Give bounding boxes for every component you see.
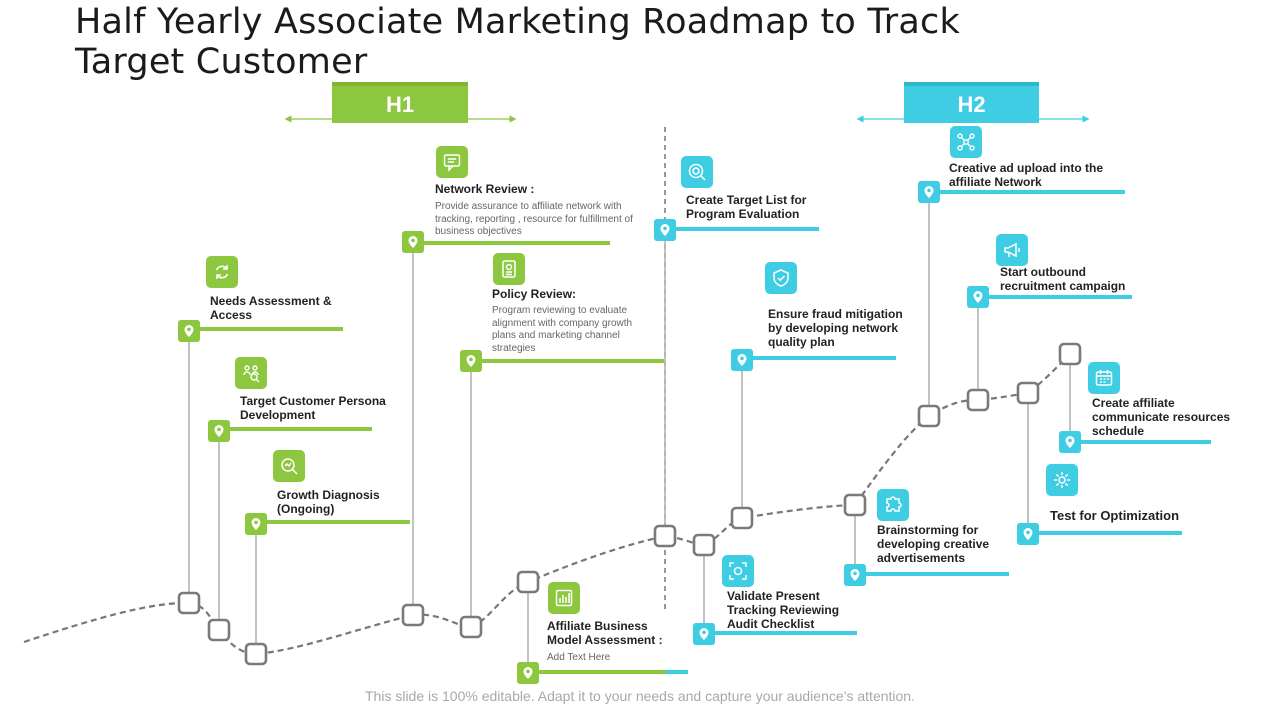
milestone-network-review-description: Provide assurance to affiliate network w… [435, 201, 633, 237]
milestone-policy-review-description: Program reviewing to evaluate alignment … [492, 305, 633, 354]
phase-h2-header: H2 [904, 82, 1039, 123]
stems [188, 192, 1071, 673]
refresh-icon [206, 256, 238, 288]
milestone-growth-diagnosis-label: Growth Diagnosis (Ongoing) [277, 488, 380, 516]
milestone-fraud-mitigation-label: Ensure fraud mitigation by developing ne… [768, 307, 903, 349]
milestone-network-review-label: Network Review : [435, 182, 535, 196]
milestone-test-optimization-label: Test for Optimization [1050, 508, 1180, 523]
target-search-icon [681, 156, 713, 188]
milestone-affiliate-schedule-label: Create affiliate communicate resources s… [1092, 396, 1231, 438]
footer-note: This slide is 100% editable. Adapt it to… [365, 688, 915, 704]
label-bars [189, 190, 1211, 674]
phase-h1-header: H1 [332, 82, 468, 123]
message-icon [436, 146, 468, 178]
puzzle-icon [877, 489, 909, 521]
people-search-icon [235, 357, 267, 389]
milestone-brainstorming-label: Brainstorming for developing creative ad… [877, 523, 990, 565]
calendar-icon [1088, 362, 1120, 394]
shield-icon [765, 262, 797, 294]
milestone-target-persona-label: Target Customer Persona Development [240, 394, 386, 422]
milestone-creative-ad-upload-label: Creative ad upload into the affiliate Ne… [949, 161, 1104, 189]
bar-chart-icon [548, 582, 580, 614]
milestone-outbound-recruitment-label: Start outbound recruitment campaign [1000, 265, 1126, 293]
milestone-needs-assessment-label: Needs Assessment & Access [210, 294, 332, 322]
megaphone-icon [996, 234, 1028, 266]
milestone-validate-tracking-label: Validate Present Tracking Reviewing Audi… [727, 589, 840, 631]
route-nodes [177, 342, 1082, 666]
magnifier-chart-icon [273, 450, 305, 482]
settings-icon [1046, 464, 1078, 496]
milestone-create-target-list-label: Create Target List for Program Evaluatio… [686, 193, 807, 221]
scan-icon [722, 555, 754, 587]
network-icon [950, 126, 982, 158]
milestone-policy-review-label: Policy Review: [492, 287, 577, 301]
milestone-affiliate-business-description: Add Text Here [547, 652, 611, 663]
milestone-affiliate-business-label: Affiliate Business Model Assessment : [547, 619, 663, 647]
document-icon [493, 253, 525, 285]
page-title: Half Yearly Associate Marketing Roadmap … [75, 2, 960, 82]
